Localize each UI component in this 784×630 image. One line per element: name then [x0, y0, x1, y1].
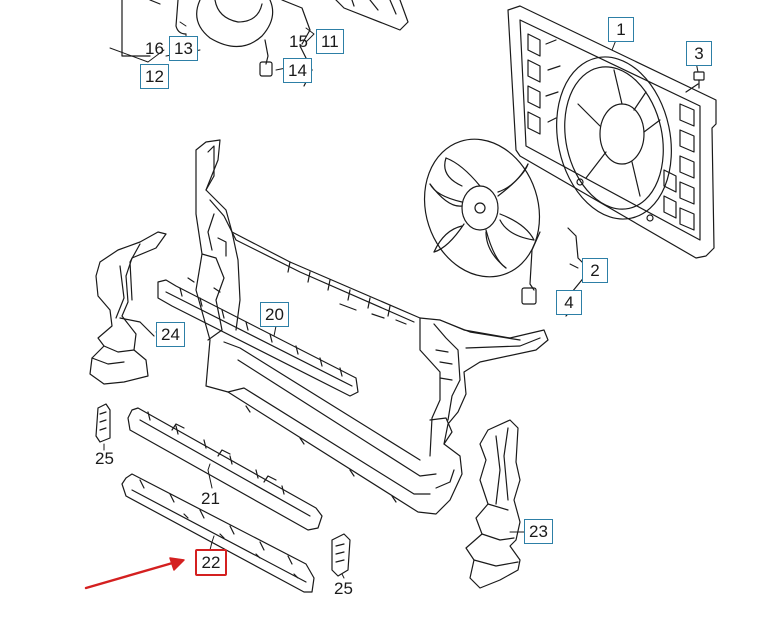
callout-4: 4 — [556, 290, 582, 315]
air-deflector-22 — [121, 473, 315, 593]
callout-3: 3 — [686, 41, 712, 66]
callout-21: 21 — [201, 489, 220, 508]
callout-22-highlighted: 22 — [195, 549, 227, 576]
air-deflector-21 — [127, 407, 323, 531]
callout-13: 13 — [169, 36, 198, 61]
clip-left — [95, 403, 111, 443]
upper-fan-fragment — [121, 0, 409, 87]
air-guide-left — [89, 231, 167, 385]
callout-25-left: 25 — [95, 449, 114, 468]
front-end-carrier — [195, 139, 549, 515]
callout-12: 12 — [140, 64, 169, 89]
fan-shroud — [507, 5, 717, 259]
air-guide-right — [465, 419, 521, 589]
callout-11: 11 — [316, 29, 344, 54]
callout-16: 16 — [145, 39, 164, 58]
air-guide-upper — [157, 277, 359, 397]
red-arrow — [84, 557, 185, 590]
callout-24: 24 — [156, 322, 185, 347]
leader-lines — [103, 21, 699, 579]
bolt — [685, 71, 705, 93]
front-fan — [423, 138, 591, 317]
callout-14: 14 — [283, 58, 312, 83]
clip-right — [331, 533, 351, 577]
callout-1: 1 — [608, 17, 634, 42]
callout-15: 15 — [289, 32, 308, 51]
callout-20: 20 — [260, 302, 289, 327]
callout-25-right: 25 — [334, 579, 353, 598]
callout-23: 23 — [524, 519, 553, 544]
callout-2: 2 — [582, 258, 608, 283]
